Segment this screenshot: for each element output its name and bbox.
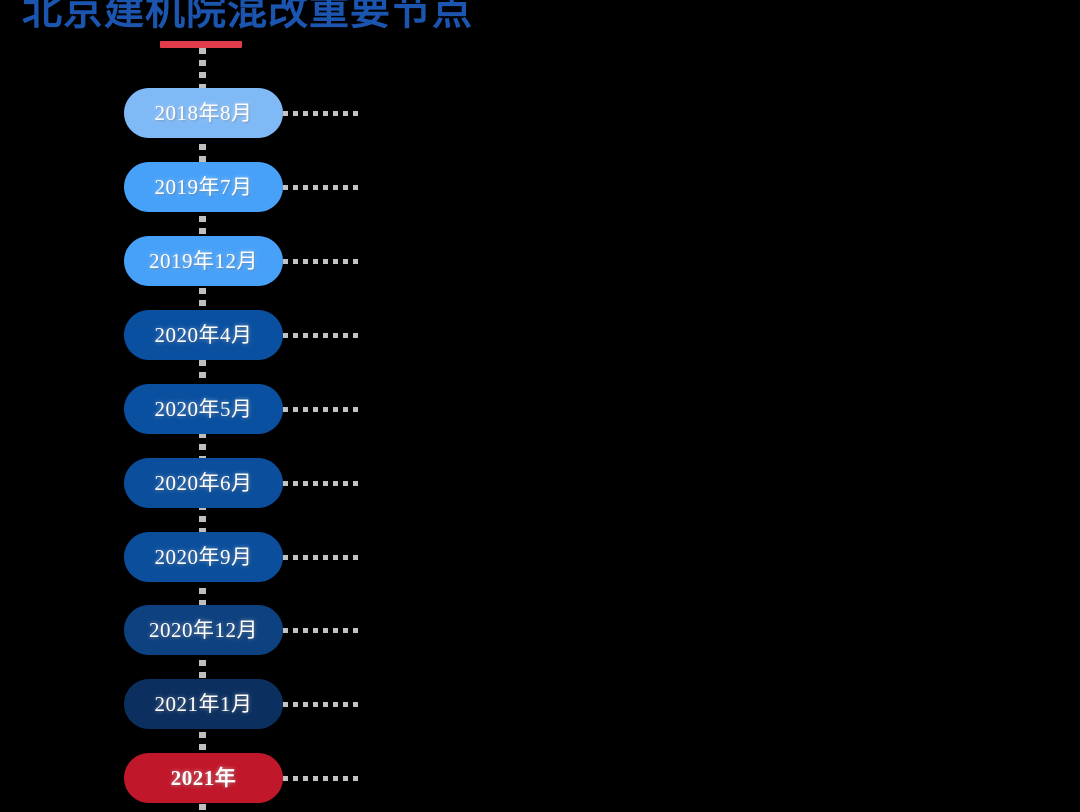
page-title-block: 北京建机院混改重要节点 xyxy=(22,0,622,46)
timeline-connector-dotted-line xyxy=(283,776,361,781)
timeline-connector-dotted-line xyxy=(283,185,361,190)
timeline-item[interactable]: 2021年1月 xyxy=(124,679,361,729)
timeline-milestone-pill[interactable]: 2020年6月 xyxy=(124,458,283,508)
timeline-item[interactable]: 2020年6月 xyxy=(124,458,361,508)
timeline-milestone-label: 2020年12月 xyxy=(149,617,258,642)
timeline-milestone-label: 2019年12月 xyxy=(149,248,258,273)
timeline-item[interactable]: 2020年5月 xyxy=(124,384,361,434)
timeline-item[interactable]: 2020年4月 xyxy=(124,310,361,360)
timeline-milestone-label: 2021年1月 xyxy=(154,691,253,716)
timeline-item[interactable]: 2021年 xyxy=(124,753,361,803)
timeline-milestone-pill[interactable]: 2019年12月 xyxy=(124,236,283,286)
timeline-connector-dotted-line xyxy=(283,333,361,338)
page-title: 北京建机院混改重要节点 xyxy=(22,0,473,34)
timeline-milestone-label: 2019年7月 xyxy=(154,174,253,199)
timeline-milestone-pill[interactable]: 2020年4月 xyxy=(124,310,283,360)
timeline-item[interactable]: 2019年12月 xyxy=(124,236,361,286)
timeline-item[interactable]: 2019年7月 xyxy=(124,162,361,212)
timeline-milestone-pill[interactable]: 2018年8月 xyxy=(124,88,283,138)
timeline-milestone-pill[interactable]: 2020年12月 xyxy=(124,605,283,655)
timeline-item[interactable]: 2020年12月 xyxy=(124,605,361,655)
timeline-milestone-pill[interactable]: 2020年9月 xyxy=(124,532,283,582)
timeline-milestone-label: 2018年8月 xyxy=(154,100,253,125)
timeline-item[interactable]: 2018年8月 xyxy=(124,88,361,138)
timeline-milestone-label: 2020年5月 xyxy=(154,396,253,421)
timeline-milestone-pill[interactable]: 2021年1月 xyxy=(124,679,283,729)
timeline-milestone-label: 2020年6月 xyxy=(154,470,253,495)
timeline-milestone-pill[interactable]: 2019年7月 xyxy=(124,162,283,212)
timeline-connector-dotted-line xyxy=(283,628,361,633)
timeline-milestone-label: 2021年 xyxy=(170,765,237,790)
timeline-connector-dotted-line xyxy=(283,555,361,560)
timeline-milestone-pill[interactable]: 2021年 xyxy=(124,753,283,803)
timeline-milestone-label: 2020年4月 xyxy=(154,322,253,347)
timeline-connector-dotted-line xyxy=(283,259,361,264)
timeline-connector-dotted-line xyxy=(283,702,361,707)
title-underline-accent xyxy=(160,41,242,48)
timeline-connector-dotted-line xyxy=(283,111,361,116)
timeline-milestone-pill[interactable]: 2020年5月 xyxy=(124,384,283,434)
timeline-connector-dotted-line xyxy=(283,481,361,486)
timeline-connector-dotted-line xyxy=(283,407,361,412)
timeline-item[interactable]: 2020年9月 xyxy=(124,532,361,582)
timeline-milestone-label: 2020年9月 xyxy=(154,544,253,569)
